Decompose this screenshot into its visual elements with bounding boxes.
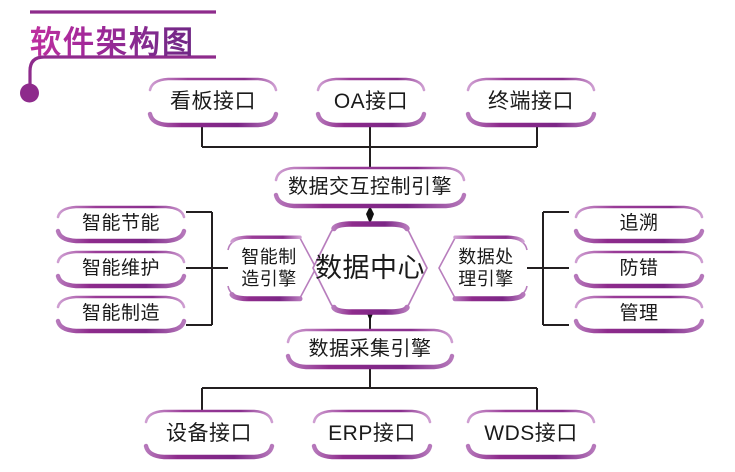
box-device-interface[interactable]	[143, 409, 275, 460]
box-smart-energy-saving[interactable]	[55, 205, 187, 244]
box-data-exchange-control-engine[interactable]	[273, 166, 467, 209]
box-smart-manufacturing-engine[interactable]	[227, 235, 317, 302]
box-wds-interface[interactable]	[465, 409, 597, 460]
box-data-processing-engine[interactable]	[438, 235, 528, 302]
title-decoration	[20, 10, 216, 103]
box-smart-manufacturing-item[interactable]	[55, 295, 187, 334]
page-title: 软件架构图	[30, 17, 195, 62]
box-erp-interface[interactable]	[311, 409, 433, 460]
box-data-collection-engine[interactable]	[285, 328, 455, 370]
box-error-prevention[interactable]	[573, 250, 705, 289]
box-management[interactable]	[573, 295, 705, 334]
connector-lines	[186, 124, 569, 411]
box-smart-maintenance[interactable]	[55, 250, 187, 289]
box-traceability[interactable]	[573, 205, 705, 244]
box-data-center[interactable]	[312, 221, 428, 315]
box-oa-interface[interactable]	[315, 77, 427, 128]
arrow-down-to-center	[366, 206, 374, 224]
box-kanban-interface[interactable]	[147, 77, 279, 128]
box-terminal-interface[interactable]	[465, 77, 597, 128]
title-bullet-dot	[20, 83, 39, 103]
